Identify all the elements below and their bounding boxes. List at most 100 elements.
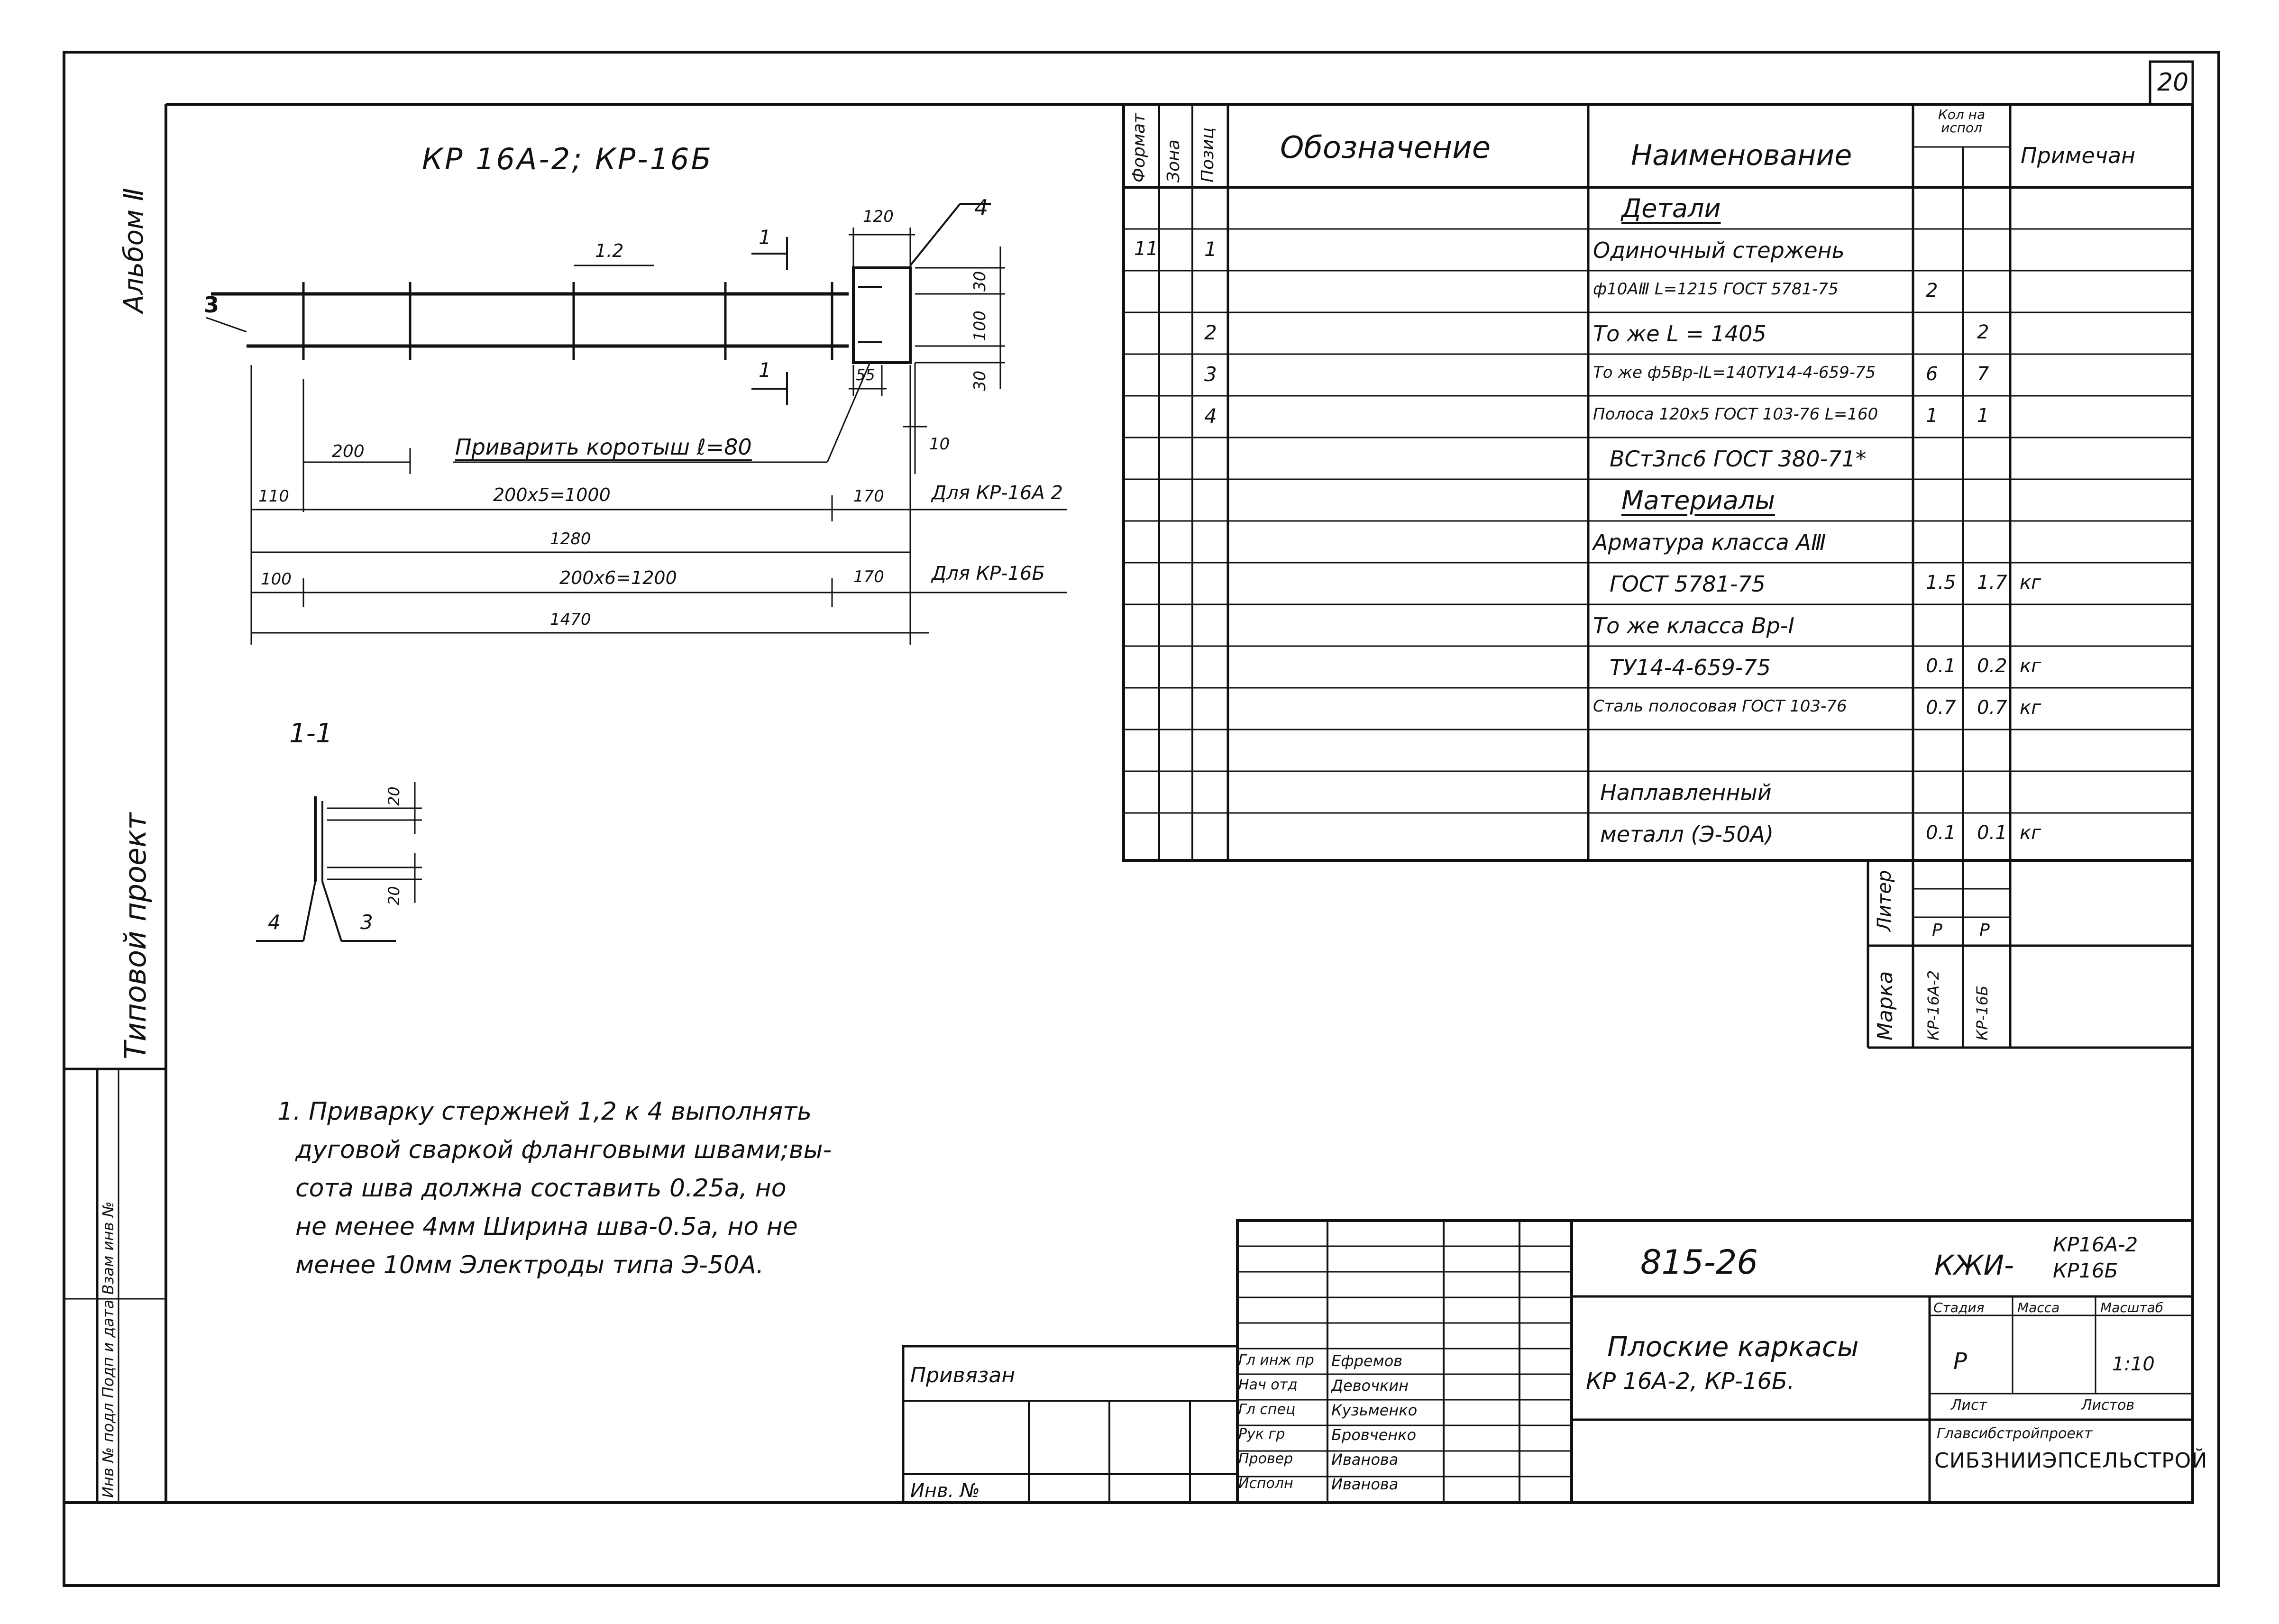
drawing-name-2: КР 16А-2, КР-16Б. bbox=[1586, 1368, 1795, 1395]
cell-name: металл (Э-50А) bbox=[1600, 821, 1774, 847]
cell-qty-a: 1.5 bbox=[1926, 572, 1956, 593]
dim-30a: 30 bbox=[970, 271, 989, 292]
for-a: Для КР-16А 2 bbox=[932, 482, 1063, 504]
cell-name: Одиночный стержень bbox=[1593, 237, 1845, 263]
header-pos: Позиц bbox=[1198, 127, 1217, 182]
dim-30b: 30 bbox=[970, 370, 989, 391]
cell-note: кг bbox=[2020, 655, 2041, 677]
mark-a: КР-16А-2 bbox=[1924, 970, 1942, 1040]
drawing-title: КР 16А-2; КР-16Б bbox=[422, 142, 714, 176]
sheet-number: 20 bbox=[2157, 68, 2189, 97]
signatory-role: Гл инж пр bbox=[1238, 1352, 1314, 1369]
stage-label: Стадия bbox=[1933, 1300, 1985, 1315]
dim-1280: 1280 bbox=[550, 529, 591, 548]
signatory-role: Гл спец bbox=[1238, 1401, 1296, 1418]
cell-qty-a: 6 bbox=[1926, 363, 1938, 385]
cell-note: кг bbox=[2020, 697, 2041, 719]
privyazan-label: Привязан bbox=[910, 1363, 1016, 1387]
header-designation: Обозначение bbox=[1280, 130, 1491, 165]
header-qty: Кол на испол bbox=[1938, 107, 1986, 136]
cell-pos: 4 bbox=[1204, 404, 1217, 428]
cell-name: ф10АⅢ L=1215 ГОСТ 5781-75 bbox=[1593, 280, 1839, 299]
dim-120: 120 bbox=[863, 207, 894, 226]
section-dim-20b: 20 bbox=[385, 886, 403, 905]
cell-note: кг bbox=[2020, 822, 2041, 844]
scale-value: 1:10 bbox=[2112, 1353, 2155, 1375]
dim-1470: 1470 bbox=[550, 610, 591, 629]
cell-qty-a: 1 bbox=[1926, 405, 1938, 427]
note-line: менее 10мм Электроды типа Э-50А. bbox=[295, 1251, 764, 1279]
cell-qty-b: 0.1 bbox=[1977, 822, 2007, 844]
dim-170b: 170 bbox=[853, 567, 884, 586]
signatory-name: Иванова bbox=[1331, 1451, 1399, 1469]
header-format: Формат bbox=[1129, 113, 1149, 182]
header-name: Наименование bbox=[1631, 139, 1852, 172]
section-label-3: 3 bbox=[360, 911, 373, 934]
liter-b: Р bbox=[1979, 921, 1990, 940]
cell-qty-a: 0.7 bbox=[1926, 697, 1956, 719]
cell-name: ВСт3пс6 ГОСТ 380-71* bbox=[1610, 446, 1867, 472]
dim-55: 55 bbox=[856, 366, 875, 384]
cell-qty-b: 0.7 bbox=[1977, 697, 2007, 719]
cell-pos: 1 bbox=[1204, 237, 1217, 261]
sheets-label: Листов bbox=[2081, 1397, 2135, 1414]
side-strip-label: Инв № подл Подп и дата Взам инв № bbox=[99, 1201, 117, 1498]
label-3: 3 bbox=[204, 292, 220, 318]
cell-name: Арматура класса АⅢ bbox=[1593, 529, 1826, 555]
note-line: не менее 4мм Ширина шва-0.5а, но не bbox=[295, 1213, 798, 1241]
signatory-name: Бровченко bbox=[1331, 1426, 1417, 1444]
scale-label: Масштаб bbox=[2100, 1300, 2164, 1315]
dim-100b: 100 bbox=[261, 570, 292, 589]
cell-name: То же класса Вр-Ⅰ bbox=[1593, 613, 1794, 639]
cell-name: ТУ14-4-659-75 bbox=[1610, 655, 1771, 680]
mass-label: Масса bbox=[2017, 1300, 2060, 1315]
cell-pos: 2 bbox=[1204, 321, 1217, 344]
cell-format: 11 bbox=[1134, 238, 1158, 260]
dim-b-mid: 200х6=1200 bbox=[559, 567, 677, 588]
signatory-role: Рук гр bbox=[1238, 1426, 1285, 1442]
header-zone: Зона bbox=[1164, 139, 1183, 182]
liter-a: Р bbox=[1932, 921, 1942, 940]
cell-qty-a: 0.1 bbox=[1926, 655, 1956, 677]
mark-b: КР-16Б bbox=[1973, 985, 1991, 1040]
label-1-2: 1.2 bbox=[595, 240, 624, 261]
inv-label: Инв. № bbox=[910, 1480, 980, 1502]
cell-qty-b: 1.7 bbox=[1977, 572, 2007, 593]
stage-value: Р bbox=[1953, 1348, 1967, 1375]
cell-name: То же ф5Вр-ⅠL=140ТУ14-4-659-75 bbox=[1593, 363, 1876, 382]
weld-note: Приварить коротыш ℓ=80 bbox=[455, 434, 752, 460]
dim-10: 10 bbox=[929, 435, 950, 454]
dim-100: 100 bbox=[970, 310, 989, 341]
dim-110: 110 bbox=[258, 487, 289, 506]
section-dim-20a: 20 bbox=[385, 786, 403, 806]
dim-a-mid: 200х5=1000 bbox=[493, 484, 611, 505]
cell-name: Материалы bbox=[1621, 485, 1775, 515]
mark-label: Марка bbox=[1873, 971, 1897, 1040]
label-4: 4 bbox=[974, 195, 988, 220]
cell-name: Сталь полосовая ГОСТ 103-76 bbox=[1593, 697, 1847, 716]
signatory-name: Иванова bbox=[1331, 1475, 1399, 1493]
cell-name: ГОСТ 5781-75 bbox=[1610, 571, 1766, 597]
signatory-role: Исполн bbox=[1238, 1475, 1293, 1492]
cell-qty-b: 7 bbox=[1977, 363, 1989, 385]
cell-name: Наплавленный bbox=[1600, 780, 1772, 805]
cell-qty-b: 0.2 bbox=[1977, 655, 2007, 677]
for-b: Для КР-16Б bbox=[932, 563, 1045, 584]
cell-qty-b: 1 bbox=[1977, 405, 1989, 427]
section-mark-top: 1 bbox=[759, 226, 771, 249]
org-line-2: СИБЗНИИЭПСЕЛЬСТРОЙ bbox=[1934, 1449, 2208, 1473]
header-note: Примечан bbox=[2021, 143, 2136, 168]
project-label: Типовой проект bbox=[118, 812, 153, 1059]
cell-name: Полоса 120х5 ГОСТ 103-76 L=160 bbox=[1593, 405, 1878, 424]
liter-label: Литер bbox=[1874, 870, 1895, 931]
section-label-4: 4 bbox=[268, 911, 281, 934]
signatory-name: Ефремов bbox=[1331, 1352, 1403, 1370]
doc-mark-top: КР16А-2 bbox=[2053, 1233, 2138, 1256]
note-line: 1. Приварку стержней 1,2 к 4 выполнять bbox=[277, 1097, 812, 1126]
section-title: 1-1 bbox=[289, 718, 333, 749]
signatory-role: Нач отд bbox=[1238, 1377, 1298, 1393]
dim-170a: 170 bbox=[853, 487, 884, 506]
note-line: дуговой сваркой фланговыми швами;вы- bbox=[295, 1136, 832, 1164]
signatory-name: Кузьменко bbox=[1331, 1401, 1418, 1419]
